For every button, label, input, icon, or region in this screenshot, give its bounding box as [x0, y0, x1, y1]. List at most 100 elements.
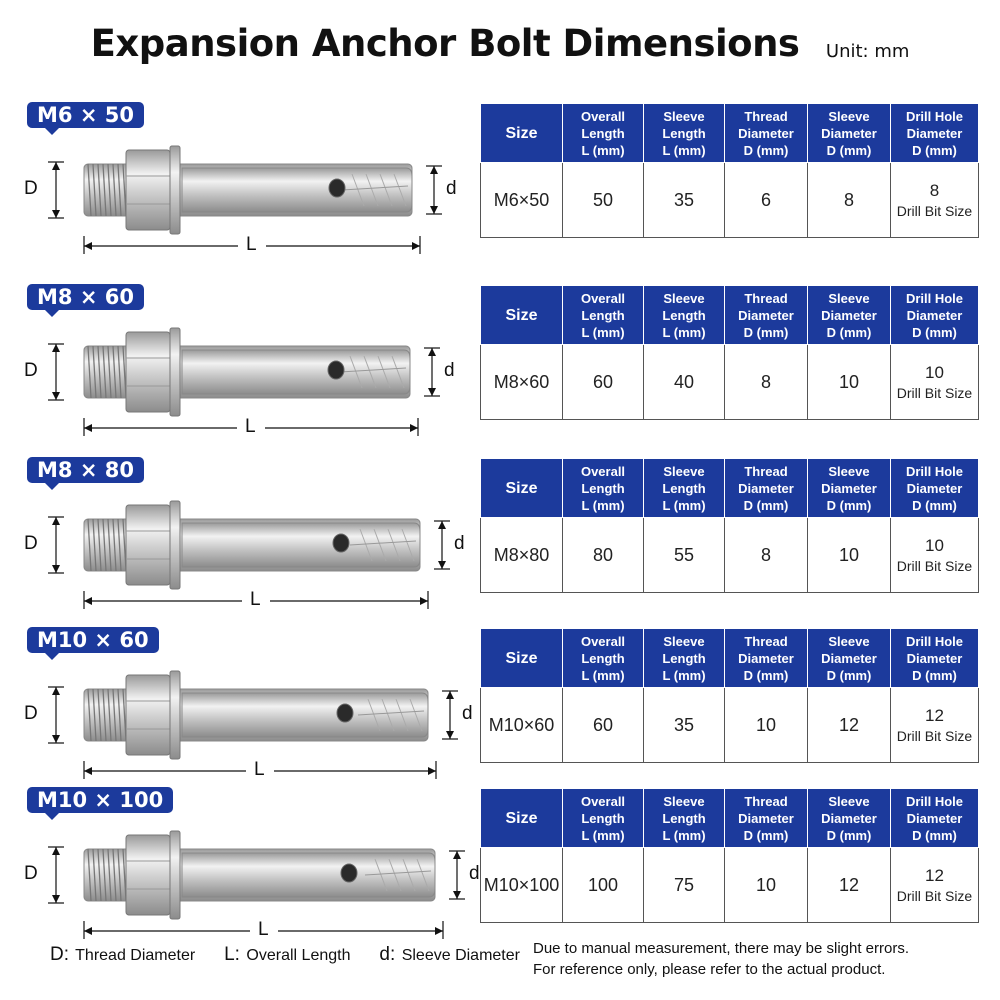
header-drill-line: D (mm) [912, 142, 957, 158]
cell-sleeve_len: 35 [643, 162, 725, 238]
header-drill-line: D (mm) [912, 827, 957, 843]
legend-D-key: D: [50, 944, 69, 965]
legend: D: Thread Diameter L: Overall Length d: … [50, 944, 520, 966]
header-drill-line: Drill Hole [905, 633, 964, 649]
header-sleeve_len-line: Length [662, 480, 706, 496]
drill-value: 8 [929, 181, 940, 200]
d-label: d [454, 533, 465, 554]
drill-value: 12 [925, 706, 944, 725]
size-badge: M10 × 100 [27, 787, 174, 820]
unit-label: Unit: mm [825, 41, 910, 63]
header-drill-line: Drill Hole [905, 463, 964, 479]
header-overall-line: Length [581, 650, 625, 666]
drill-bit-label: Drill Bit Size [896, 558, 973, 574]
size-badge: M8 × 80 [27, 457, 144, 490]
header-sleeve_dia-line: Sleeve [828, 463, 870, 479]
header-sleeve_len-line: Length [662, 125, 706, 141]
header-sleeve_dia-line: D (mm) [826, 142, 872, 158]
sleeve [181, 167, 413, 213]
header-sleeve_dia-line: D (mm) [826, 827, 872, 843]
header-size: Size [480, 458, 563, 518]
header-overall-line: Length [581, 307, 625, 323]
header-overall-line: Overall [580, 108, 626, 124]
bolt-diagram [48, 145, 442, 256]
d-label: d [446, 178, 457, 199]
header-thread-line: Diameter [738, 480, 794, 496]
header-drill-line: Drill Hole [905, 793, 964, 809]
header-sleeve_dia-line: Diameter [821, 125, 877, 141]
header-overall-line: Overall [580, 633, 626, 649]
header-overall-line: Length [581, 810, 625, 826]
header-size: Size [480, 285, 563, 345]
L-label: L [254, 759, 265, 780]
header-sleeve_dia-line: Sleeve [828, 108, 870, 124]
note-line-1: Due to manual measurement, there may be … [533, 940, 910, 957]
D-label: D [24, 360, 38, 381]
header-thread-line: D (mm) [743, 324, 789, 340]
header-sleeve_dia-line: Sleeve [828, 290, 870, 306]
cell-overall: 100 [562, 847, 644, 923]
header-drill-line: Drill Hole [905, 290, 964, 306]
sleeve [181, 349, 411, 395]
cell-sleeve_len: 75 [643, 847, 725, 923]
page-title: Expansion Anchor Bolt Dimensions Unit: m… [0, 22, 1000, 65]
cell-overall: 60 [562, 687, 644, 763]
cell-thread: 6 [724, 162, 808, 238]
cell-thread: 10 [724, 687, 808, 763]
header-sleeve_len-line: L (mm) [662, 827, 706, 843]
header-overall-line: Length [581, 480, 625, 496]
header-size: Size [480, 628, 563, 688]
header-thread-line: D (mm) [743, 142, 789, 158]
L-label: L [246, 234, 257, 255]
cell-sleeve_len: 55 [643, 517, 725, 593]
D-label: D [24, 178, 38, 199]
header-sleeve_len-line: Length [662, 810, 706, 826]
cell-size: M8×60 [480, 344, 563, 420]
sleeve [181, 852, 436, 898]
cell-thread: 8 [724, 517, 808, 593]
sleeve-hole [340, 863, 358, 883]
header-sleeve_dia-line: D (mm) [826, 324, 872, 340]
sleeve [181, 692, 429, 738]
bolt-diagram [48, 500, 450, 611]
cell-size: M10×100 [480, 847, 563, 923]
header-overall-line: L (mm) [581, 667, 625, 683]
header-sleeve_len-line: L (mm) [662, 324, 706, 340]
header-sleeve_len-line: L (mm) [662, 142, 706, 158]
header-sleeve_dia-line: D (mm) [826, 667, 872, 683]
hex-nut [125, 834, 171, 916]
header-overall-line: L (mm) [581, 142, 625, 158]
drill-bit-label: Drill Bit Size [896, 203, 973, 219]
header-thread-line: Thread [744, 793, 788, 809]
header-overall-line: L (mm) [581, 324, 625, 340]
header-drill-line: Diameter [906, 125, 963, 141]
header-sleeve_len-line: Sleeve [663, 290, 705, 306]
header-sleeve_len-line: Sleeve [663, 633, 705, 649]
header-sleeve_len-line: Sleeve [663, 463, 705, 479]
header-drill-line: D (mm) [912, 324, 957, 340]
hex-nut [125, 331, 171, 413]
L-label: L [258, 919, 269, 940]
header-sleeve_dia-line: Diameter [821, 480, 877, 496]
header-thread-line: Diameter [738, 650, 794, 666]
